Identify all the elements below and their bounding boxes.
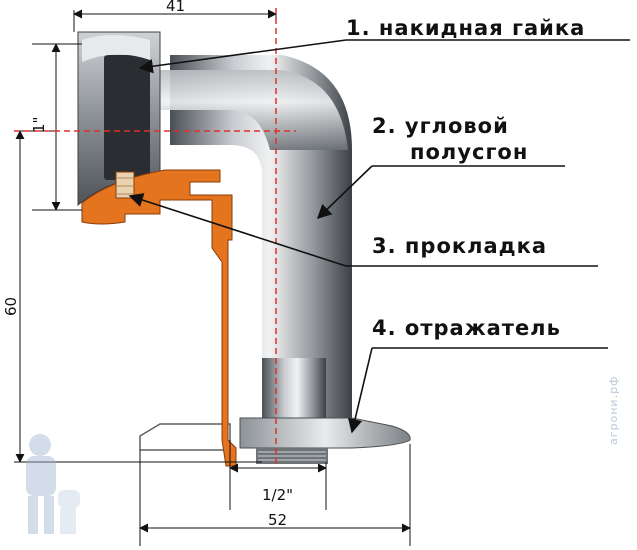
dimension-height: 60 [2,296,20,316]
label-elbow-line2: полусгон [410,140,529,164]
cross-section [81,169,237,467]
dimension-top-width: 41 [166,0,186,15]
label-union-nut: 1. накидная гайка [346,16,586,40]
union-nut [77,31,161,207]
reflector-disc [139,417,411,464]
watermark: агрони.рф [607,375,620,445]
label-gasket: 3. прокладка [372,234,548,258]
dimension-bottom-width: 52 [268,511,288,529]
label-elbow-line1: 2. угловой [372,114,509,138]
dimension-lines [14,9,411,546]
callout-leaders [128,39,630,434]
elbow-pipe [160,55,352,420]
dimension-thread-half: 1/2" [262,486,294,504]
plumber-mascot [26,434,80,534]
label-reflector: 4. отражатель [372,316,561,340]
dimension-thread-inch: 1" [30,116,48,133]
center-lines [14,8,296,466]
